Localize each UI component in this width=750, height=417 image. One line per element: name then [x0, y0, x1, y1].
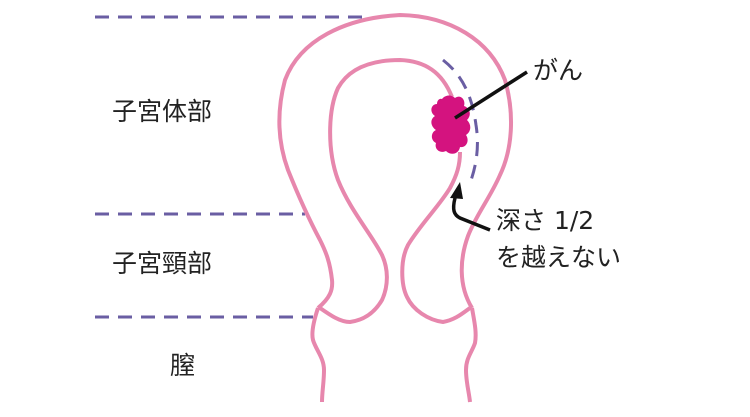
label-vagina: 膣 — [170, 351, 196, 380]
uterine-cavity-inner-wall-lower — [400, 151, 472, 324]
depth-arrowhead — [450, 182, 463, 199]
label-cervix: 子宮頸部 — [112, 249, 213, 278]
tumor-mass — [431, 95, 471, 154]
label-depth-line2: を越えない — [496, 243, 622, 272]
half-depth-dashed-line — [442, 58, 479, 187]
uterine-cavity-inner-wall — [318, 58, 454, 324]
label-corpus: 子宮体部 — [112, 97, 213, 126]
vagina-left-wall — [310, 307, 326, 403]
label-depth-line1: 深さ 1/2 — [496, 206, 595, 235]
label-cancer: がん — [533, 56, 584, 85]
cancer-pointer-line — [454, 70, 528, 120]
uterus-outer-wall — [277, 13, 514, 310]
vagina-right-wall — [464, 307, 478, 403]
depth-arrow — [451, 197, 491, 232]
